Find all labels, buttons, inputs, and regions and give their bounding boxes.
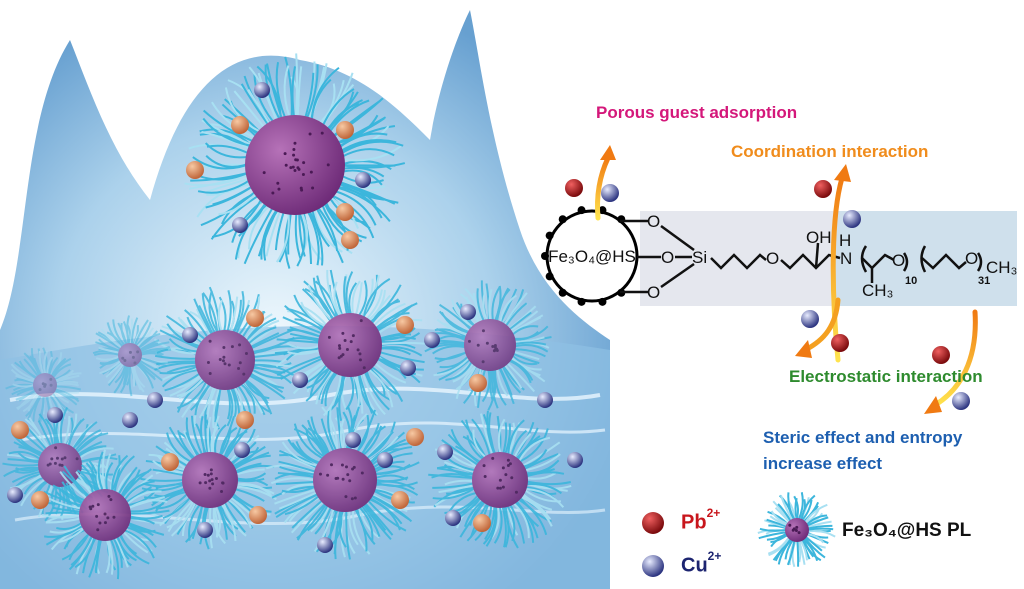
label-porous-guest-adsorption: Porous guest adsorption	[596, 103, 798, 122]
cu-ion	[400, 360, 416, 376]
label-electrostatic-interaction: Electrostatic interaction	[789, 367, 983, 386]
legend-pb-label: Pb	[681, 511, 707, 534]
nanoparticle	[424, 280, 552, 411]
cu-ion	[317, 537, 333, 553]
legend-cu: Cu2+	[681, 549, 721, 578]
atom-n: N	[840, 249, 852, 268]
adsorbed-ion	[236, 411, 254, 429]
legend-particle-icon	[757, 492, 836, 568]
adsorbed-ion	[249, 506, 267, 524]
cu-ion	[232, 217, 248, 233]
cu-ion	[47, 407, 63, 423]
cu-ion	[952, 392, 970, 410]
label-steric-line2: increase effect	[763, 454, 883, 473]
nanoparticle	[274, 269, 425, 422]
adsorbed-ion	[31, 491, 49, 509]
adsorbed-ion	[186, 161, 204, 179]
legend-cu-label: Cu	[681, 554, 708, 577]
legend-pb-charge: 2+	[706, 506, 721, 520]
adsorbed-ion	[391, 491, 409, 509]
label-coordination-interaction: Coordination interaction	[731, 142, 929, 161]
nanoparticle	[757, 492, 836, 568]
cu-ion	[355, 172, 371, 188]
nanoparticle	[265, 405, 420, 560]
ions	[565, 179, 970, 577]
cu-ion	[292, 372, 308, 388]
group-ch3: CH₃	[862, 281, 893, 300]
adsorbed-ion	[469, 374, 487, 392]
pb-ion	[932, 346, 950, 364]
chemical-structure: O O O Si O OH H N CH₃ O 10 O 31 CH₃	[647, 212, 1017, 302]
nanoparticle	[428, 410, 572, 549]
adsorbed-ion	[341, 231, 359, 249]
cu-ion	[147, 392, 163, 408]
legend-cu-charge: 2+	[707, 549, 722, 563]
cu-ion	[182, 327, 198, 343]
cu-ion	[445, 510, 461, 526]
cu-ion	[377, 452, 393, 468]
cu-ion	[345, 432, 361, 448]
nanoparticle	[92, 315, 172, 397]
cu-ion	[122, 412, 138, 428]
nanoparticle-group	[2, 53, 583, 580]
group-oh: OH	[806, 228, 832, 247]
cu-ion	[7, 487, 23, 503]
cu-ion	[424, 332, 440, 348]
legend-cu-ball	[642, 555, 664, 577]
atom-o: O	[892, 251, 905, 270]
cu-ion	[254, 82, 270, 98]
arrow-electrostatic	[802, 297, 841, 353]
pb-ion	[565, 179, 583, 197]
repeat-count: 10	[905, 275, 917, 287]
cu-ion	[801, 310, 819, 328]
adsorbed-ion	[231, 116, 249, 134]
cu-ion	[843, 210, 861, 228]
cu-ion	[537, 392, 553, 408]
atom-o: O	[647, 212, 660, 231]
adsorbed-ion	[473, 514, 491, 532]
band-right	[835, 211, 1017, 306]
cu-ion	[197, 522, 213, 538]
atom-o: O	[647, 283, 660, 302]
adsorbed-ion	[161, 453, 179, 471]
adsorbed-ion	[406, 428, 424, 446]
legend-pb: Pb2+	[681, 506, 720, 535]
nanoparticle	[40, 449, 170, 580]
cu-ion	[234, 442, 250, 458]
atom-o: O	[766, 249, 779, 268]
arrow-steric	[932, 309, 978, 408]
nanoparticle	[5, 347, 82, 425]
arrow-porous	[595, 155, 611, 221]
group-ch3: CH₃	[986, 258, 1017, 277]
adsorbed-ion	[336, 203, 354, 221]
pb-ion	[814, 180, 832, 198]
pb-ion	[831, 334, 849, 352]
repeat-count: 31	[978, 275, 990, 287]
adsorbed-ion	[11, 421, 29, 439]
label-steric-line1: Steric effect and entropy	[763, 428, 963, 447]
core-label: Fe₃O₄@HS	[548, 247, 636, 266]
atom-o: O	[661, 248, 674, 267]
cu-ion	[567, 452, 583, 468]
atom-o: O	[965, 249, 978, 268]
nanoparticle	[140, 414, 277, 550]
legend-pb-ball	[642, 512, 664, 534]
adsorbed-ion	[246, 309, 264, 327]
atom-h: H	[839, 231, 851, 250]
cu-ion	[460, 304, 476, 320]
cu-ion	[601, 184, 619, 202]
adsorbed-ion	[336, 121, 354, 139]
adsorbed-ion	[396, 316, 414, 334]
atom-si: Si	[692, 248, 707, 267]
legend-particle-label: Fe₃O₄@HS PL	[842, 520, 972, 541]
cu-ion	[437, 444, 453, 460]
